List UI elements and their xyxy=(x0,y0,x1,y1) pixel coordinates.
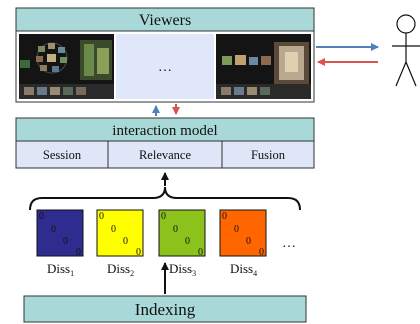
svg-text:0: 0 xyxy=(185,236,190,247)
svg-text:0: 0 xyxy=(161,211,166,222)
svg-text:0: 0 xyxy=(123,236,128,247)
viewer-screenshot-left xyxy=(19,34,114,99)
indexing-box xyxy=(23,295,307,323)
dissimilarity-matrices: 0 0 0 0 0 0 0 0 0 0 0 0 0 0 0 0 … xyxy=(36,209,296,258)
svg-text:0: 0 xyxy=(198,247,203,258)
svg-text:0: 0 xyxy=(63,236,68,247)
user-stick-figure-icon xyxy=(392,14,420,87)
svg-text:0: 0 xyxy=(173,224,178,235)
matrix-diss-4: 0 0 0 0 xyxy=(219,209,267,258)
interaction-model-title: interaction model xyxy=(112,123,217,139)
module-relevance: Relevance xyxy=(139,148,192,162)
label-diss-3: Diss3 xyxy=(169,261,196,278)
label-diss-1: Diss1 xyxy=(47,261,74,278)
svg-text:0: 0 xyxy=(222,211,227,222)
matrix-diss-2: 0 0 0 0 xyxy=(96,209,144,258)
svg-text:0: 0 xyxy=(99,211,104,222)
svg-text:0: 0 xyxy=(259,247,264,258)
label-diss-4: Diss4 xyxy=(230,261,257,278)
viewer-placeholder xyxy=(116,34,214,99)
svg-text:0: 0 xyxy=(111,224,116,235)
module-session: Session xyxy=(43,148,82,162)
viewer-screenshot-right xyxy=(216,34,311,99)
label-diss-2: Diss2 xyxy=(107,261,134,278)
grouping-brace xyxy=(29,186,301,211)
module-fusion: Fusion xyxy=(251,148,286,162)
svg-text:0: 0 xyxy=(234,224,239,235)
interaction-model-panel: interaction model Session Relevance Fusi… xyxy=(15,117,315,169)
matrix-diss-1: 0 0 0 0 xyxy=(36,209,84,258)
svg-text:0: 0 xyxy=(246,236,251,247)
more-matrices-ellipsis: … xyxy=(282,236,296,251)
svg-text:0: 0 xyxy=(51,224,56,235)
svg-text:0: 0 xyxy=(39,211,44,222)
svg-text:0: 0 xyxy=(136,247,141,258)
viewers-ellipsis: … xyxy=(158,60,172,75)
svg-text:0: 0 xyxy=(76,247,81,258)
viewers-title: Viewers xyxy=(139,12,191,29)
indexing-title: Indexing xyxy=(135,300,196,319)
matrix-diss-3: 0 0 0 0 xyxy=(158,209,206,258)
viewers-panel: Viewers … xyxy=(15,7,315,103)
